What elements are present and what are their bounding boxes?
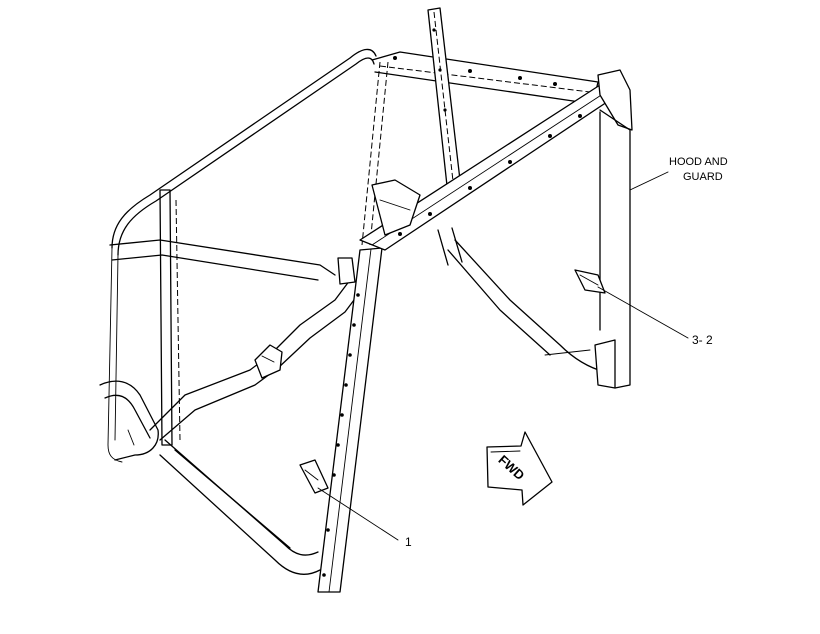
part-1-bracket bbox=[299, 459, 329, 494]
top-handrail bbox=[107, 48, 377, 463]
left-rear-frame bbox=[99, 189, 336, 461]
part-1-callout: 1 bbox=[405, 535, 412, 549]
lower-side-rail bbox=[159, 439, 321, 575]
part-3-2-bracket bbox=[574, 269, 606, 294]
diagonal-brace bbox=[149, 257, 361, 441]
front-upright-post bbox=[317, 247, 383, 593]
rear-center-upright bbox=[427, 7, 463, 266]
top-rear-rail bbox=[371, 51, 599, 103]
top-diagonal-beam bbox=[359, 69, 633, 251]
left-mid-upright bbox=[361, 61, 389, 246]
right-end-plate bbox=[447, 109, 631, 389]
hood-and-guard-label-line1: HOOD AND bbox=[669, 156, 728, 168]
part-3-2-callout: 3- 2 bbox=[692, 333, 713, 347]
hood-guard-leader-line bbox=[629, 171, 669, 191]
hood-and-guard-label-line2: GUARD bbox=[683, 171, 723, 183]
part-1-leader-line bbox=[317, 487, 399, 541]
part-3-2-leader-line bbox=[597, 286, 689, 339]
forward-direction-arrow: FWD bbox=[486, 431, 553, 506]
